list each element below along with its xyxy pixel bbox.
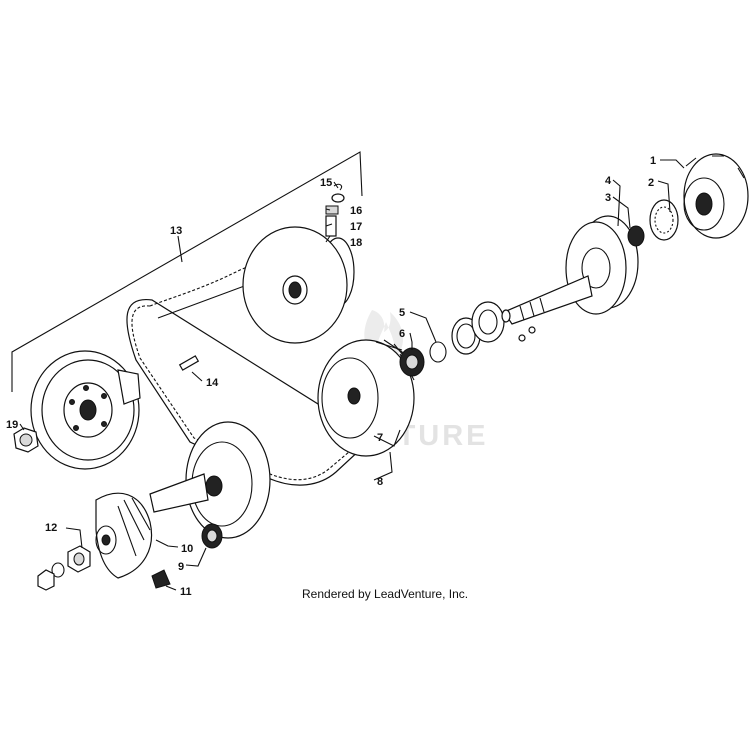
pin-14 bbox=[178, 355, 200, 371]
fixed-sheave-7 bbox=[317, 339, 415, 457]
snap-ring-5 bbox=[429, 341, 447, 363]
stud-assembly bbox=[325, 183, 345, 237]
callout-4: 4 bbox=[605, 175, 612, 187]
callout-10: 10 bbox=[181, 543, 193, 555]
assembly-13-bracket bbox=[11, 151, 363, 392]
callout-9: 9 bbox=[178, 561, 184, 573]
spacer-6 bbox=[399, 347, 425, 377]
weight-11 bbox=[151, 569, 171, 589]
callout-11: 11 bbox=[180, 586, 192, 598]
movable-sheave-10 bbox=[95, 492, 152, 579]
callout-8: 8 bbox=[377, 476, 383, 488]
callout-17: 17 bbox=[350, 221, 362, 233]
bearing-9 bbox=[201, 523, 223, 549]
callout-3: 3 bbox=[605, 192, 611, 204]
callout-15: 15 bbox=[320, 177, 332, 189]
one-way-clutch-2 bbox=[649, 199, 679, 241]
callout-12: 12 bbox=[45, 522, 57, 534]
nut-12 bbox=[37, 545, 91, 591]
render-credit: Rendered by LeadVenture, Inc. bbox=[302, 587, 469, 601]
driven-fixed-sheave bbox=[30, 350, 141, 470]
spider-assembly bbox=[149, 421, 271, 539]
one-way-bearing bbox=[451, 301, 505, 355]
callout-16: 16 bbox=[350, 205, 362, 217]
callout-1: 1 bbox=[650, 155, 656, 167]
bearing-3 bbox=[627, 225, 645, 247]
primary-clutch-cover-1 bbox=[683, 153, 749, 239]
nut-19 bbox=[13, 427, 39, 453]
callout-5: 5 bbox=[399, 307, 405, 319]
callout-18: 18 bbox=[350, 237, 362, 249]
callout-numbers: 1 2 3 4 5 6 7 8 9 10 11 12 13 14 15 16 1… bbox=[6, 155, 656, 598]
callout-7: 7 bbox=[377, 432, 383, 444]
callout-13: 13 bbox=[170, 225, 182, 237]
callout-2: 2 bbox=[648, 177, 654, 189]
callout-14: 14 bbox=[206, 377, 219, 389]
callout-19: 19 bbox=[6, 419, 18, 431]
callout-6: 6 bbox=[399, 328, 405, 340]
driven-movable-sheave bbox=[242, 226, 355, 344]
leader-lines bbox=[19, 159, 685, 591]
clutch-shaft-assembly-4 bbox=[501, 215, 639, 342]
